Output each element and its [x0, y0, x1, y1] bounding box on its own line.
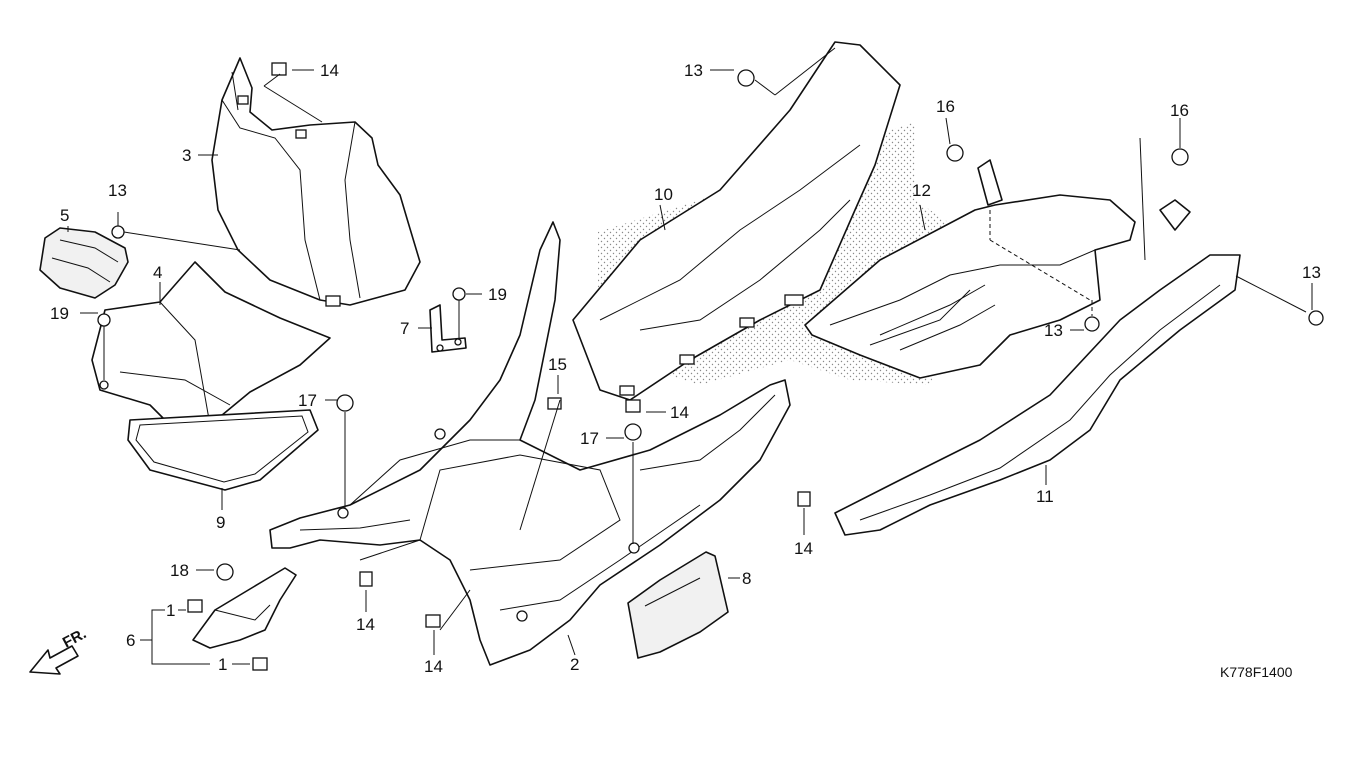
callout-5: 5 [60, 206, 69, 225]
part-11-side-cover [834, 254, 1241, 536]
callout-6: 6 [126, 631, 135, 650]
leader-lines [67, 47, 1313, 665]
callout-19b: 19 [488, 285, 507, 304]
callout-14a: 14 [320, 61, 339, 80]
callout-13d: 13 [1302, 263, 1321, 282]
callout-11: 11 [1036, 487, 1054, 506]
callout-3: 3 [182, 146, 191, 165]
callout-19a: 19 [50, 304, 69, 323]
callout-14d: 14 [356, 615, 375, 634]
part-9-seal [127, 409, 319, 491]
part-2-floor-step [269, 221, 791, 666]
part-3-inner-cover-upper [211, 57, 421, 307]
callout-14c: 14 [794, 539, 813, 558]
part-5-bracket [39, 227, 129, 299]
callout-17b: 17 [580, 429, 599, 448]
callout-13b: 13 [684, 61, 703, 80]
front-direction-arrow: FR. [29, 625, 89, 675]
callout-18: 18 [170, 561, 189, 580]
callout-labels: 14 3 13 5 4 19 9 19 7 17 15 14 17 13 10 … [50, 61, 1321, 680]
part-8-cover [627, 551, 729, 659]
callout-12: 12 [912, 181, 931, 200]
part-12-under-cover [804, 159, 1191, 379]
callout-1b: 1 [218, 655, 227, 674]
callout-15: 15 [548, 355, 567, 374]
direction-label: FR. [60, 625, 89, 651]
part-6-bracket [192, 567, 297, 649]
callout-9: 9 [216, 513, 225, 532]
callout-10: 10 [654, 185, 673, 204]
callout-4: 4 [153, 263, 162, 282]
diagram-code: K778F1400 [1220, 664, 1293, 680]
part-7-stay [429, 304, 467, 353]
callout-8: 8 [742, 569, 751, 588]
callout-1a: 1 [166, 601, 175, 620]
callout-16b: 16 [1170, 101, 1189, 120]
hardware-fasteners [97, 62, 1324, 671]
callout-14b: 14 [670, 403, 689, 422]
callout-16a: 16 [936, 97, 955, 116]
part-10-floor-side [572, 41, 901, 401]
callout-7: 7 [400, 319, 409, 338]
callout-13c: 13 [1044, 321, 1063, 340]
callout-14e: 14 [424, 657, 443, 676]
callout-2: 2 [570, 655, 579, 674]
callout-17a: 17 [298, 391, 317, 410]
callout-13a: 13 [108, 181, 127, 200]
